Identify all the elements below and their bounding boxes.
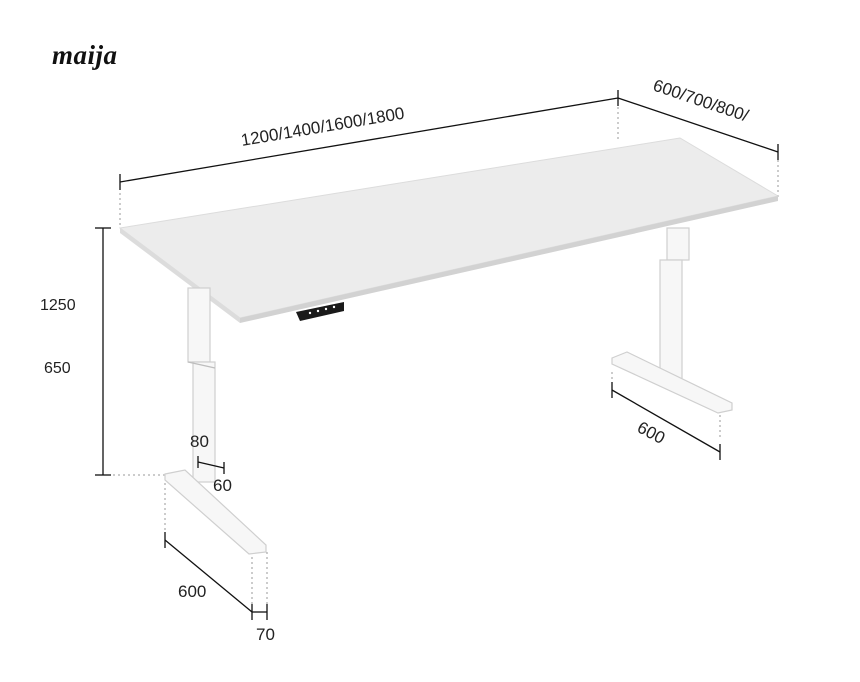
left-foot xyxy=(164,469,267,555)
column-width-label: 80 xyxy=(190,432,209,451)
extension-lines xyxy=(103,97,779,612)
depth-label: 600/700/800/ xyxy=(651,76,751,126)
left-leg-upper-column xyxy=(187,287,211,363)
right-foot xyxy=(611,351,733,414)
length-label: 1200/1400/1600/1800 xyxy=(239,104,405,150)
dimension-lines xyxy=(95,90,779,620)
left-leg xyxy=(164,287,267,555)
foot-width-label: 70 xyxy=(256,625,275,644)
right-leg xyxy=(611,227,733,414)
column-depth-label: 60 xyxy=(213,476,232,495)
right-leg-lower-column xyxy=(659,259,683,387)
foot-length-right-label: 600 xyxy=(634,418,668,448)
tabletop-side-edge xyxy=(240,196,778,323)
height-min-label: 650 xyxy=(44,360,71,377)
height-max-label: 1250 xyxy=(40,297,76,314)
left-leg-lower-column xyxy=(192,361,216,483)
control-panel xyxy=(296,302,344,321)
right-leg-upper-column xyxy=(666,227,690,261)
foot-length-left-label: 600 xyxy=(178,582,206,601)
brand-logo: maija xyxy=(52,40,118,70)
